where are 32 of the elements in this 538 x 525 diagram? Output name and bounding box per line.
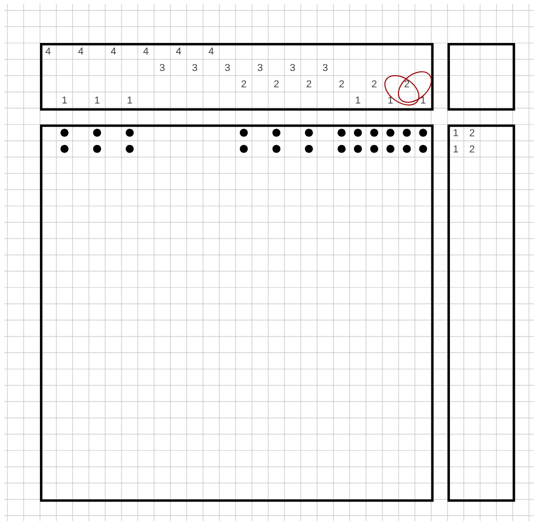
grid-number: 4 <box>78 48 84 55</box>
grid-number: 1 <box>421 96 426 104</box>
grid-number: 2 <box>372 80 376 88</box>
grid-number: 3 <box>290 64 295 72</box>
grid-number: 1 <box>454 145 458 152</box>
grid-number: 1 <box>62 96 67 104</box>
grid-number: 2 <box>470 129 474 136</box>
grid-number: 4 <box>110 48 116 55</box>
grid-number: 4 <box>208 48 214 55</box>
grid-number: 2 <box>274 80 279 88</box>
grid-number: 4 <box>143 48 148 55</box>
grid-number: 3 <box>322 64 328 72</box>
grid-number: 1 <box>128 96 132 104</box>
grid-number: 3 <box>225 64 230 72</box>
grid-number: 3 <box>192 64 198 72</box>
grid-box <box>40 124 434 502</box>
grid-number: 2 <box>404 80 410 88</box>
number-box <box>40 43 434 111</box>
grid-number: 4 <box>176 48 182 55</box>
number-box <box>448 124 516 502</box>
grid-number: 2 <box>242 80 246 88</box>
grid-number: 2 <box>306 80 312 88</box>
grid-number: 2 <box>339 80 344 88</box>
grid-number: 1 <box>95 96 100 104</box>
grid-number: 1 <box>454 129 458 136</box>
grid-number: 1 <box>356 96 360 104</box>
grid-number: 3 <box>160 64 165 72</box>
grid-number: 3 <box>258 64 262 72</box>
grid-number: 2 <box>470 145 474 152</box>
grid-box <box>448 43 516 111</box>
grid-number: 1 <box>388 96 393 104</box>
grid-number: 4 <box>46 48 51 55</box>
